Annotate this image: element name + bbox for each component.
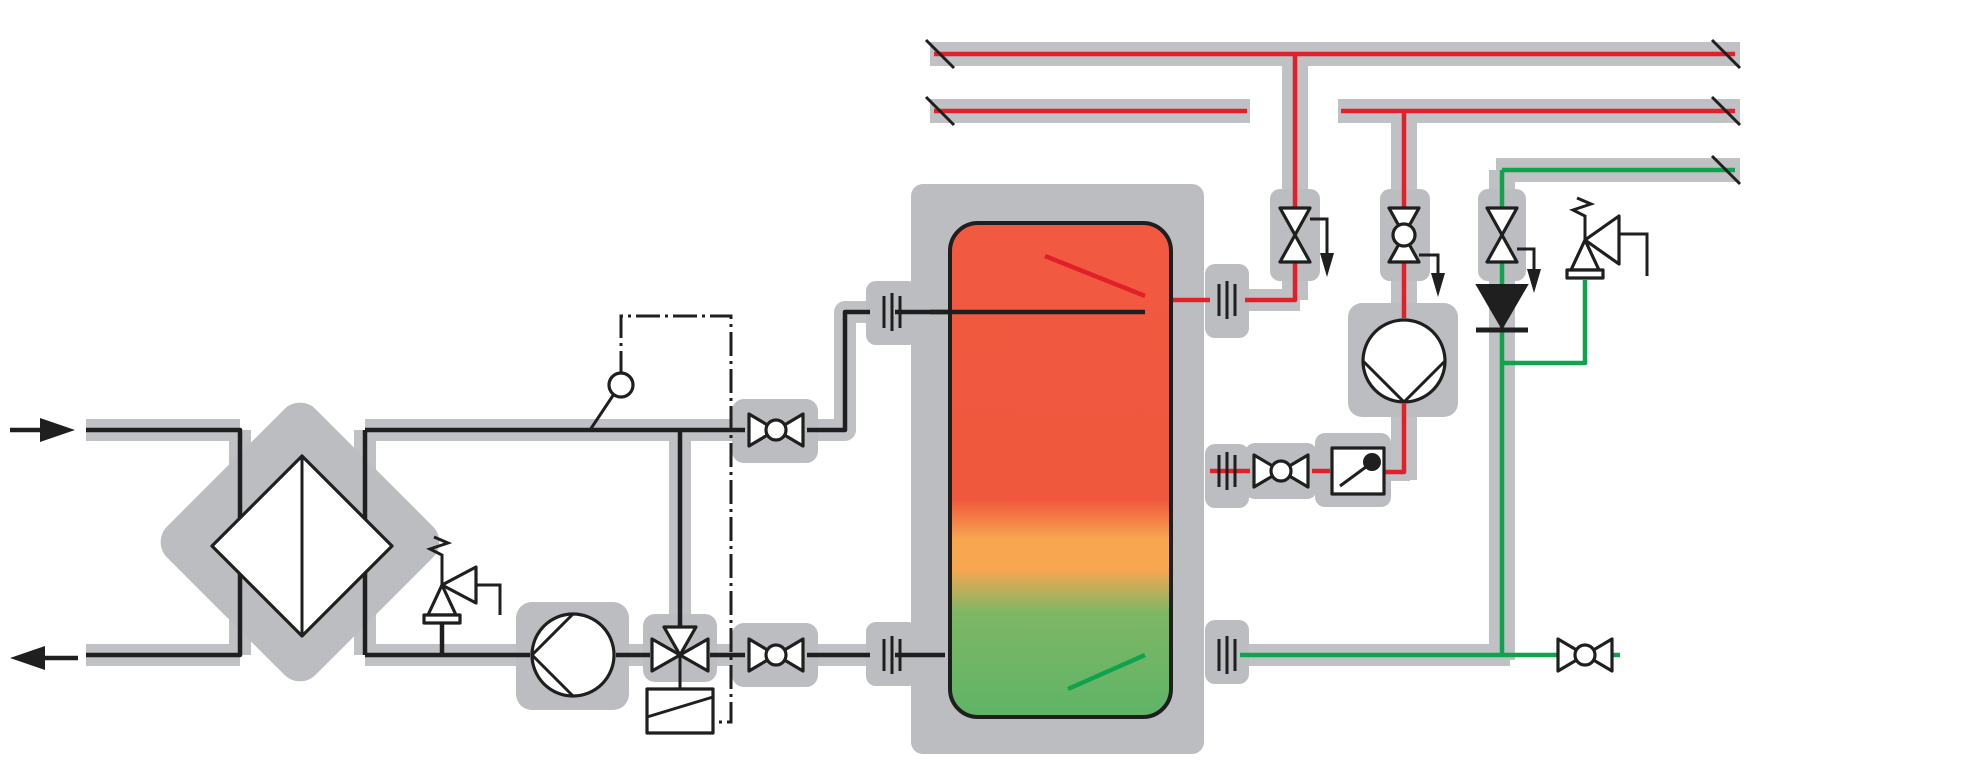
arrow-icon	[10, 418, 78, 670]
pipe-break-marks	[924, 38, 1742, 186]
check-valve-icon	[1475, 284, 1529, 333]
hot-water-piping	[934, 51, 1735, 475]
flange-icon	[882, 281, 1237, 674]
drain-valve-icon	[1278, 206, 1541, 297]
shutoff-valve-icon	[747, 412, 1614, 673]
three-way-valve-icon	[645, 625, 715, 735]
insulation-layer	[86, 42, 1740, 754]
circulation-pump-icon	[530, 318, 1447, 698]
gauge-icon	[1330, 446, 1386, 496]
safety-valve-icon	[422, 196, 1649, 625]
temperature-sensor-icon	[607, 371, 635, 399]
plate-heat-exchanger-icon	[210, 454, 394, 638]
storage-tank-icon	[930, 221, 1173, 719]
